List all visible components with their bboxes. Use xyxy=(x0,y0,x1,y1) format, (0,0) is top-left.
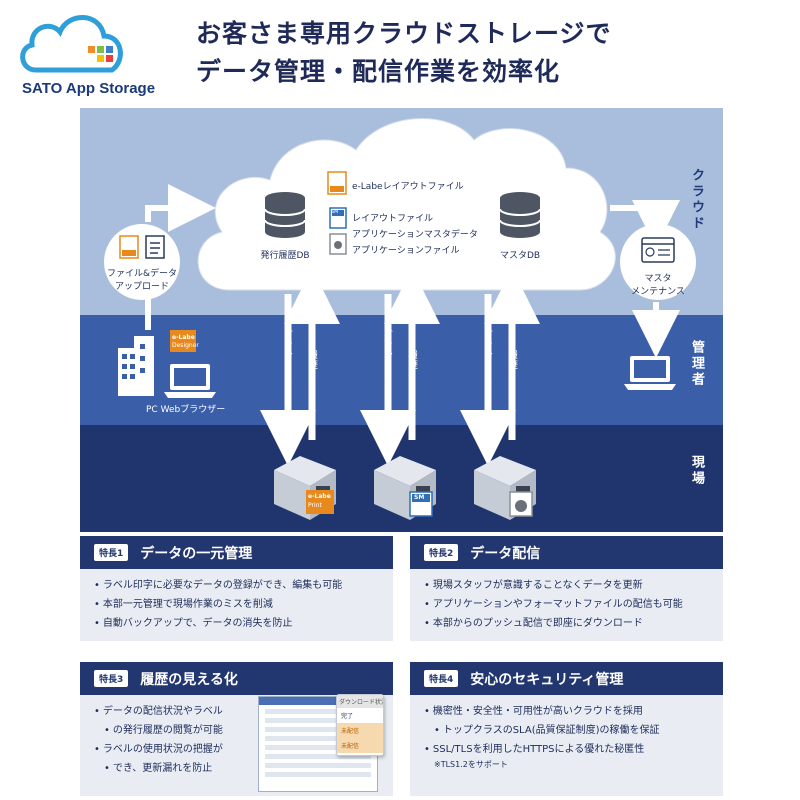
app-file-icon xyxy=(329,233,347,255)
cloud-band-label: クラウド xyxy=(689,168,704,232)
feature-3-badge: 特長3 xyxy=(94,670,129,687)
popup-item: 完了 xyxy=(341,713,354,720)
master-db-label: マスタDB xyxy=(499,251,541,261)
list-item-continuation: トップクラスのSLA(品質保証制度)の稼働を保証 xyxy=(424,721,713,740)
issue-history-db-label: 発行履歴DB xyxy=(260,251,310,261)
feature-1-title: データの一元管理 xyxy=(140,545,253,562)
feature-4-header: 特長4 安心のセキュリティ管理 xyxy=(410,662,723,695)
upload-elabe-icon xyxy=(119,235,139,259)
office-building-icon xyxy=(118,336,154,396)
cloud-sm-icon-label: SM xyxy=(331,209,339,215)
feature-2-header: 特長2 データ配信 xyxy=(410,536,723,569)
download-label-3: ダウンロード xyxy=(482,330,492,390)
cloud-file-2: レイアウトファイル xyxy=(352,214,434,224)
list-item: 機密性・安全性・可用性が高いクラウドを採用 xyxy=(424,702,713,721)
feature-1-header: 特長1 データの一元管理 xyxy=(80,536,393,569)
list-item-continuation: でき、更新漏れを防止 xyxy=(94,759,383,778)
designer-icon-label-1: e-Labe xyxy=(172,334,195,341)
headline-line-1: お客さま専用クラウドストレージで xyxy=(196,19,612,48)
sm-app-icon xyxy=(409,491,433,517)
feature-2-title: データ配信 xyxy=(470,545,541,562)
upload-label-line-1: ファイル&データ xyxy=(106,269,178,279)
list-item: ラベルの使用状況の把握が xyxy=(94,740,383,759)
popup-item: 未配信 xyxy=(337,723,383,738)
issue-history-db-icon xyxy=(264,192,306,238)
field-band-label: 現場 xyxy=(689,455,704,487)
pc-browser-label: PC Webブラウザー xyxy=(146,405,226,415)
cloud-file-4: アプリケーションファイル xyxy=(352,246,460,256)
logo-text: SATO App Storage xyxy=(22,80,156,97)
sm-file-icon xyxy=(329,207,347,229)
popup-header: ダウンロード状況 xyxy=(337,695,383,708)
list-item: ラベル印字に必要なデータの登録ができ、編集も可能 xyxy=(94,576,383,595)
history-label-2: 履歴 xyxy=(407,350,417,370)
sm-icon-label: SM xyxy=(414,494,425,501)
print-app-icon xyxy=(306,490,334,514)
elabe-file-icon xyxy=(327,171,347,195)
list-item: 現場スタッフが意識することなくデータを更新 xyxy=(424,576,713,595)
print-icon-label-1: e-Labe xyxy=(308,493,331,500)
designer-app-icon xyxy=(170,330,196,352)
master-db-icon xyxy=(499,192,541,238)
upload-document-icon xyxy=(145,235,165,259)
upload-arrow xyxy=(145,184,216,232)
feature-4: 特長4 安心のセキュリティ管理 機密性・安全性・可用性が高いクラウドを採用 トッ… xyxy=(410,662,723,796)
feature-4-badge: 特長4 xyxy=(424,670,459,687)
cloud-logo-icon xyxy=(20,15,123,73)
download-label-1: ダウンロード xyxy=(282,330,292,390)
list-item: 本部一元管理で現場作業のミスを削減 xyxy=(94,595,383,614)
feature-2-list: 現場スタッフが意識することなくデータを更新 アプリケーションやフォーマットファイ… xyxy=(410,569,723,641)
manager-band-label: 管理者 xyxy=(689,340,704,388)
feature-4-list: 機密性・安全性・可用性が高いクラウドを採用 トップクラスのSLA(品質保証制度)… xyxy=(410,695,723,796)
feature-3-title: 履歴の見える化 xyxy=(140,671,238,688)
feature-3-header: 特長3 履歴の見える化 xyxy=(80,662,393,695)
feature-2-badge: 特長2 xyxy=(424,544,459,561)
list-item: SSL/TLSを利用したHTTPSによる優れた秘匿性 xyxy=(424,740,713,759)
list-item: 本部からのプッシュ配信で即座にダウンロード xyxy=(424,614,713,633)
print-icon-label-2: Print xyxy=(308,502,322,509)
sync-arrows-1 xyxy=(260,268,340,466)
designer-icon-label-2: Designer xyxy=(172,342,199,349)
feature-1-badge: 特長1 xyxy=(94,544,129,561)
upload-label-line-2: アップロード xyxy=(114,282,170,292)
list-item: データの配信状況やラベル xyxy=(94,702,383,721)
cloud-shape xyxy=(197,118,616,291)
headline-line-2: データ管理・配信作業を効率化 xyxy=(196,57,561,86)
maintenance-label-line-1: マスタ xyxy=(644,274,672,284)
list-item: アプリケーションやフォーマットファイルの配信も可能 xyxy=(424,595,713,614)
pc-laptop-icon xyxy=(164,364,216,398)
cloud-file-1: e-Labeレイアウトファイル xyxy=(352,182,464,192)
popup-item: 未配信 xyxy=(337,738,383,753)
feature-2: 特長2 データ配信 現場スタッフが意識することなくデータを更新 アプリケーション… xyxy=(410,536,723,641)
logo: SATO App Storage xyxy=(14,8,184,98)
sync-arrows-2 xyxy=(360,268,440,466)
maintenance-arrow xyxy=(610,200,680,248)
history-screenshot xyxy=(258,696,378,792)
history-label-1: 履歴 xyxy=(307,350,317,370)
tls-note: ※TLS1.2をサポート xyxy=(434,760,508,769)
download-status-popup: ダウンロード状況 完了 未配信 未配信 xyxy=(336,694,384,756)
manager-laptop-icon xyxy=(624,356,676,390)
download-label-2: ダウンロード xyxy=(382,330,392,390)
cloud-file-3: アプリケーションマスタデータ xyxy=(352,230,478,240)
sync-arrows-3 xyxy=(460,268,540,466)
list-item-continuation: の発行履歴の閲覧が可能 xyxy=(94,721,383,740)
feature-4-title: 安心のセキュリティ管理 xyxy=(470,671,624,688)
maintenance-label-line-2: メンテナンス xyxy=(631,287,685,297)
feature-1: 特長1 データの一元管理 ラベル印字に必要なデータの登録ができ、編集も可能 本部… xyxy=(80,536,393,641)
history-label-3: 履歴 xyxy=(507,350,517,370)
list-item: 自動バックアップで、データの消失を防止 xyxy=(94,614,383,633)
maintenance-browser-icon xyxy=(641,237,675,263)
feature-1-list: ラベル印字に必要なデータの登録ができ、編集も可能 本部一元管理で現場作業のミスを… xyxy=(80,569,393,641)
scale-app-icon xyxy=(509,491,533,517)
